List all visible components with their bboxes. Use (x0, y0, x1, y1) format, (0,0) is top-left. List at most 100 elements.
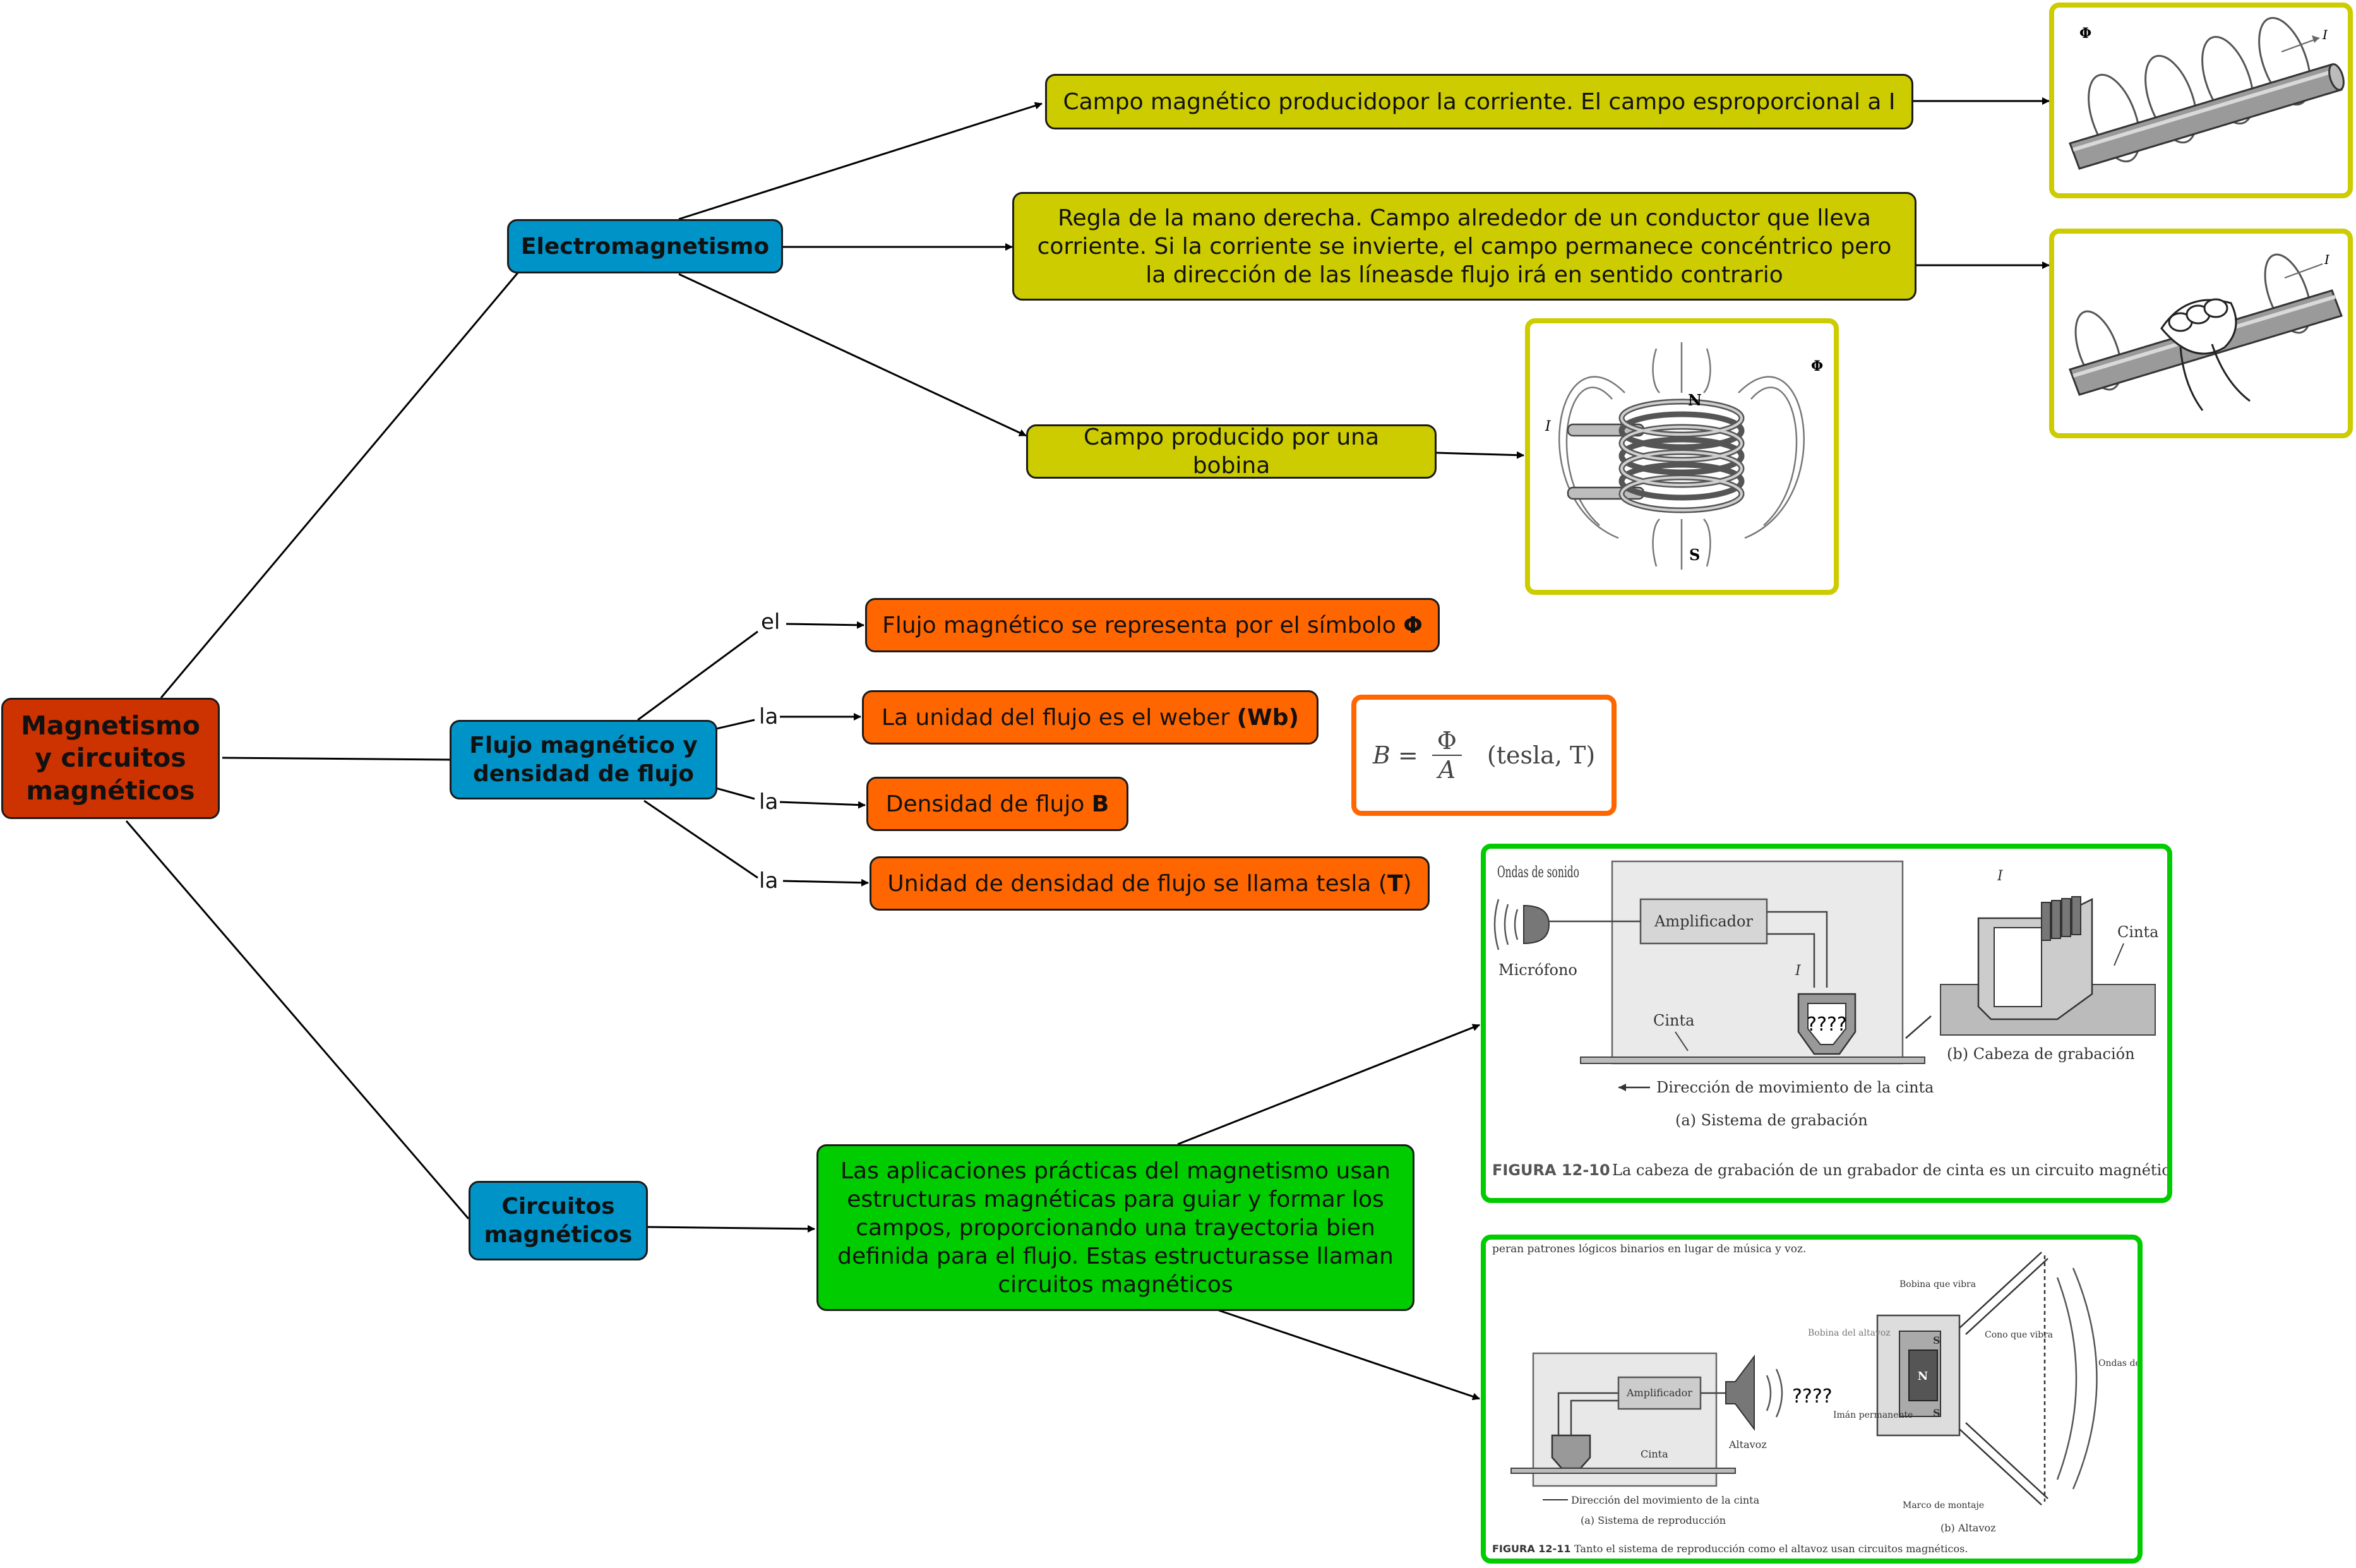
formula-denominator: A (1438, 756, 1456, 784)
link-label-la-1: la (759, 704, 779, 729)
link-label-la-2: la (759, 789, 779, 815)
branch-electromagnetismo-label: Electromagnetismo (520, 233, 770, 260)
root-label: Magnetismo y circuitos magnéticos (21, 710, 200, 806)
line-root-flujo (222, 757, 450, 761)
electro-node-1-text: Campo magnético producidopor la corrient… (1063, 88, 1896, 115)
figure-top-text: peran patrones lógicos binarios en lugar… (1492, 1243, 1806, 1255)
line-flujo-el (637, 630, 758, 721)
coil-phi-label: Φ (1811, 358, 1823, 374)
recording-system-drawing: Ondas de sonido Micrófono Amplificador I… (1492, 860, 2167, 1179)
electro-node-2[interactable]: Regla de la mano derecha. Campo alrededo… (1012, 192, 1916, 301)
image-figura-12-10: Ondas de sonido Micrófono Amplificador I… (1481, 844, 2172, 1203)
branch-flujo[interactable]: Flujo magnético y densidad de flujo (450, 720, 717, 799)
south-pole-label: S (1689, 546, 1700, 564)
sound-waves-label: Ondas de sonido (1497, 863, 1579, 881)
arrow-electro-n1 (678, 102, 1043, 220)
image-figura-12-11: peran patrones lógicos binarios en lugar… (1481, 1235, 2143, 1564)
flujo-node-4-close: ) (1402, 870, 1412, 897)
coil-current-label: I (1545, 419, 1552, 434)
current-label: I (2322, 27, 2328, 42)
arrow-flujo-n4 (782, 878, 869, 887)
head-current-label: I (1997, 868, 2004, 884)
weber-unit: (Wb) (1236, 704, 1299, 731)
tape-direction-label: Dirección de movimiento de la cinta (1656, 1079, 1934, 1096)
formula-numerator: Φ (1432, 727, 1462, 756)
arrow-flujo-n1 (786, 621, 864, 629)
north-label: N (1918, 1370, 1928, 1383)
formula-fraction: Φ A (1432, 727, 1462, 784)
line-flujo-la1 (713, 719, 755, 731)
link-label-la-3: la (759, 868, 779, 894)
recording-system-caption: (a) Sistema de grabación (1675, 1111, 1868, 1129)
arrow-flujo-n3 (779, 801, 866, 809)
arrow-node-fig11 (1218, 1309, 1480, 1401)
figure-11-caption: Tanto el sistema de reproducción como el… (1574, 1543, 1968, 1555)
arrow-node-fig10 (1177, 1024, 1480, 1146)
recording-head-caption: (b) Cabeza de grabación (1947, 1045, 2135, 1063)
flujo-node-4-text: Unidad de densidad de flujo se llama tes… (887, 870, 1411, 898)
formula-unit: (tesla, T) (1486, 741, 1596, 769)
flujo-node-4[interactable]: Unidad de densidad de flujo se llama tes… (870, 856, 1430, 911)
figure-11-number: FIGURA 12-11 (1492, 1543, 1570, 1555)
root-node[interactable]: Magnetismo y circuitos magnéticos (1, 698, 220, 819)
flujo-node-3[interactable]: Densidad de flujo B (866, 777, 1128, 831)
image-wire-field: Φ I (2049, 3, 2353, 198)
playback-amplifier-label: Amplificador (1626, 1387, 1692, 1399)
circuitos-node-text: Las aplicaciones prácticas del magnetism… (837, 1158, 1394, 1298)
electro-node-3[interactable]: Campo producido por una bobina (1026, 424, 1437, 479)
microphone-label: Micrófono (1498, 961, 1577, 979)
figure-number: FIGURA 12-10 (1492, 1161, 1610, 1179)
cone-label: Cono que vibra (1985, 1330, 2053, 1340)
line-flujo-la3 (643, 799, 758, 879)
line-root-electro (160, 272, 519, 698)
north-pole-label: N (1688, 391, 1702, 409)
image-right-hand-rule: I (2049, 229, 2353, 438)
playback-direction-label: Dirección del movimiento de la cinta (1571, 1494, 1760, 1506)
flujo-node-3-plain: Densidad de flujo (885, 791, 1092, 817)
flujo-node-4-plain: Unidad de densidad de flujo se llama tes… (887, 870, 1387, 897)
formula: B = Φ A (tesla, T) (1356, 700, 1612, 811)
recording-unknown-label: ???? (1807, 1014, 1847, 1036)
sound-waves-b-label: Ondas de sonido (2098, 1358, 2138, 1368)
figure-caption: La cabeza de grabación de un grabador de… (1612, 1161, 2167, 1179)
tape-label: Cinta (1653, 1012, 1694, 1029)
hand-current-label: I (2324, 252, 2330, 267)
fig10-current-label: I (1795, 963, 1802, 979)
speaker-label: Altavoz (1728, 1439, 1767, 1451)
playback-system-caption: (a) Sistema de reproducción (1581, 1514, 1726, 1526)
flujo-node-1-plain: Flujo magnético se representa por el sím… (882, 612, 1404, 638)
right-hand-drawing: I (2069, 252, 2343, 411)
arrow-circuitos-node (647, 1224, 815, 1233)
link-label-el: el (761, 609, 780, 635)
flujo-node-1[interactable]: Flujo magnético se representa por el sím… (865, 598, 1440, 652)
line-flujo-la2 (713, 786, 755, 800)
arrow-electro-n3 (678, 273, 1027, 437)
branch-circuitos[interactable]: Circuitos magnéticos (469, 1181, 648, 1260)
line-root-circuitos (125, 820, 470, 1219)
branch-circuitos-label: Circuitos magnéticos (484, 1194, 633, 1248)
flujo-node-2[interactable]: La unidad del flujo es el weber (Wb) (862, 690, 1319, 745)
branch-flujo-label: Flujo magnético y densidad de flujo (469, 733, 698, 787)
circuitos-node[interactable]: Las aplicaciones prácticas del magnetism… (816, 1144, 1414, 1311)
wire-field-drawing: Φ I (2069, 16, 2345, 170)
playback-tape-label: Cinta (1641, 1448, 1668, 1460)
electro-node-1[interactable]: Campo magnético producidopor la corrient… (1045, 74, 1913, 129)
magnet-label: Imán permanente (1833, 1410, 1913, 1420)
image-formula: B = Φ A (tesla, T) (1351, 695, 1617, 816)
electro-node-2-text: Regla de la mano derecha. Campo alrededo… (1037, 205, 1892, 288)
flujo-node-2-plain: La unidad del flujo es el weber (882, 704, 1237, 731)
vibrating-coil-label: Bobina que vibra (1899, 1279, 1976, 1290)
b-symbol: B (1091, 791, 1109, 817)
phi-symbol: Φ (1403, 612, 1423, 638)
south-label-bottom: S (1933, 1407, 1940, 1419)
arrow-n3-img (1436, 451, 1524, 459)
branch-electromagnetismo[interactable]: Electromagnetismo (507, 219, 783, 273)
electro-node-3-text: Campo producido por una bobina (1083, 424, 1380, 479)
flujo-node-2-text: La unidad del flujo es el weber (Wb) (882, 703, 1299, 732)
playback-system-drawing: peran patrones lógicos binarios en lugar… (1492, 1243, 2138, 1555)
formula-lhs: B = (1372, 741, 1426, 769)
frame-label: Marco de montaje (1903, 1500, 1984, 1511)
south-label-top: S (1933, 1334, 1940, 1346)
flujo-node-1-text: Flujo magnético se representa por el sím… (882, 611, 1423, 640)
